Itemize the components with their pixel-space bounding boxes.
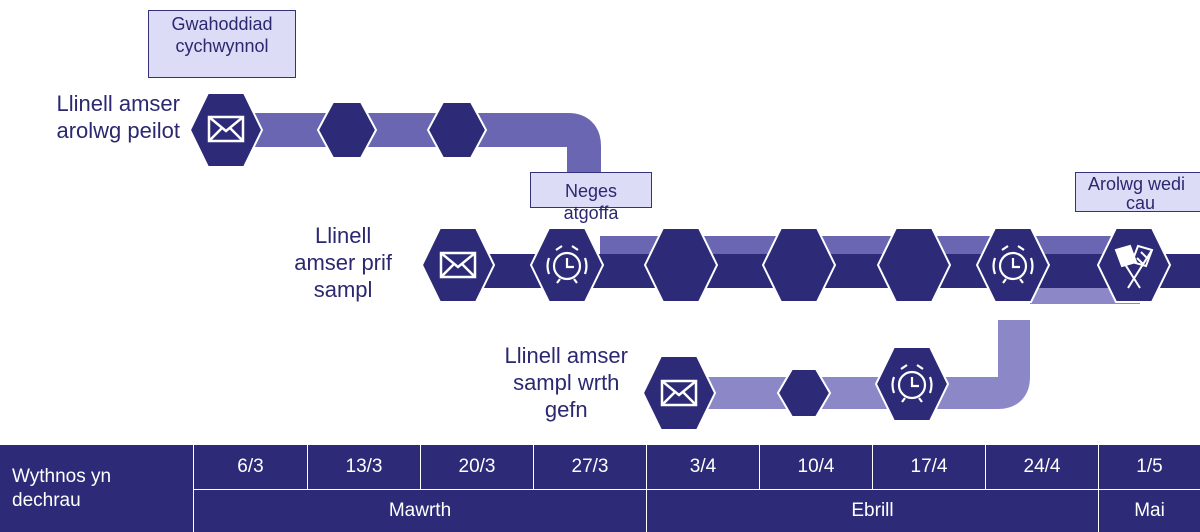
pilot-row-label: Llinell amser arolwg peilot <box>56 91 180 143</box>
main-week-node <box>761 227 837 303</box>
week-cell: 17/4 <box>910 456 948 477</box>
survey-closed-node <box>1096 227 1172 303</box>
reserve-week-node <box>776 368 832 418</box>
week-cell: 27/3 <box>571 456 609 477</box>
callout-survey-closed: Arolwg wedi cau <box>1075 172 1200 213</box>
week-cell: 13/3 <box>345 456 383 477</box>
month-cell: Mawrth <box>388 500 452 521</box>
reserve-timeline-band <box>680 320 1030 409</box>
envelope-icon <box>207 115 245 143</box>
reserve-reminder-node <box>874 346 950 422</box>
week-cell: 20/3 <box>458 456 496 477</box>
pilot-invitation-node <box>188 92 264 168</box>
timeline-diagram <box>188 92 1200 431</box>
reserve-row-label: Llinell amser sampl wrth gefn <box>504 343 629 422</box>
week-start-header: Wythnos yn dechrau <box>12 466 112 511</box>
week-cell: 6/3 <box>237 456 264 477</box>
callout-initial-invitation: Gwahoddiad cychwynnol <box>148 10 296 78</box>
pilot-week-node <box>426 101 488 159</box>
alarm-clock-icon <box>992 245 1034 284</box>
week-cell: 10/4 <box>797 456 835 477</box>
reserve-invitation-node <box>641 355 717 431</box>
week-cell: 3/4 <box>689 456 717 477</box>
callout-reminder: Neges atgoffa <box>530 172 652 223</box>
main-reminder-node <box>529 227 605 303</box>
week-cell: 24/4 <box>1023 456 1061 477</box>
alarm-clock-icon <box>546 245 588 284</box>
month-cell: Ebrill <box>851 500 894 521</box>
main-reminder-node <box>975 227 1051 303</box>
month-cell: Mai <box>1134 500 1165 521</box>
alarm-clock-icon <box>891 364 933 403</box>
timeline-table: Wythnos yn dechrau 6/3 13/3 20/3 27/3 3/… <box>0 445 1200 532</box>
envelope-icon <box>439 251 477 279</box>
pilot-week-node <box>316 101 378 159</box>
main-invitation-node <box>420 227 496 303</box>
main-week-node <box>643 227 719 303</box>
main-week-node <box>876 227 952 303</box>
pilot-timeline-band <box>228 113 601 182</box>
main-row-label: Llinell amser prif sampl <box>294 223 392 302</box>
envelope-icon <box>660 379 698 407</box>
week-cell: 1/5 <box>1136 456 1163 477</box>
checkered-flags-icon <box>1114 244 1154 289</box>
